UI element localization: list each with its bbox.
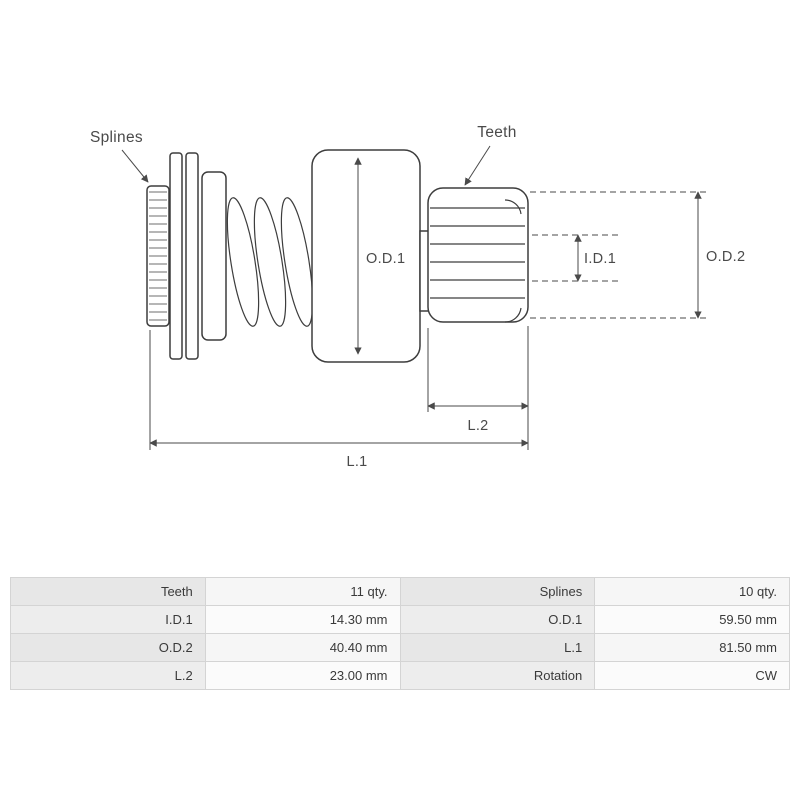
l2-label: L.2 xyxy=(467,418,488,434)
spring xyxy=(226,197,314,327)
drawing-svg: Splines Teeth O.D.1 I.D.1 xyxy=(90,124,745,470)
spec-value: 59.50 mm xyxy=(594,605,790,634)
spec-value: 81.50 mm xyxy=(594,633,790,662)
dim-od2: O.D.2 xyxy=(530,191,745,319)
dim-l2: L.2 xyxy=(427,326,529,450)
splines-label: Splines xyxy=(90,129,143,146)
splined-shaft xyxy=(146,185,170,327)
id1-label: I.D.1 xyxy=(584,251,616,267)
spec-label: Splines xyxy=(399,577,596,606)
spec-value: CW xyxy=(594,661,790,690)
dim-id1: I.D.1 xyxy=(532,234,622,282)
l1-label: L.1 xyxy=(346,454,367,470)
dim-od1: O.D.1 xyxy=(354,157,405,355)
callout-splines: Splines xyxy=(90,129,149,183)
spec-value: 10 qty. xyxy=(594,577,790,606)
flange-rings xyxy=(169,152,227,360)
spec-value: 11 qty. xyxy=(204,577,401,606)
pinion-gear xyxy=(427,187,529,323)
od2-label: O.D.2 xyxy=(706,249,745,265)
dim-l1: L.1 xyxy=(149,330,529,470)
spec-label: I.D.1 xyxy=(10,605,206,634)
spec-label: O.D.1 xyxy=(399,605,596,634)
spec-value: 14.30 mm xyxy=(204,605,401,634)
spec-label: L.1 xyxy=(399,633,596,662)
spec-label: O.D.2 xyxy=(10,633,206,662)
spec-label: Rotation xyxy=(399,661,596,690)
spec-label: L.2 xyxy=(10,661,206,690)
spec-row: Teeth 11 qty. Splines 10 qty. xyxy=(10,577,790,606)
callout-teeth: Teeth xyxy=(464,124,516,186)
spec-value: 40.40 mm xyxy=(204,633,401,662)
spec-row: I.D.1 14.30 mm O.D.1 59.50 mm xyxy=(10,605,790,634)
spec-row: O.D.2 40.40 mm L.1 81.50 mm xyxy=(10,633,790,662)
spec-value: 23.00 mm xyxy=(204,661,401,690)
spec-row: L.2 23.00 mm Rotation CW xyxy=(10,661,790,690)
spec-label: Teeth xyxy=(10,577,206,606)
od1-label: O.D.1 xyxy=(366,251,405,267)
spec-table: Teeth 11 qty. Splines 10 qty. I.D.1 14.3… xyxy=(10,577,790,690)
teeth-label: Teeth xyxy=(477,124,516,141)
technical-drawing: Splines Teeth O.D.1 I.D.1 xyxy=(90,124,745,470)
